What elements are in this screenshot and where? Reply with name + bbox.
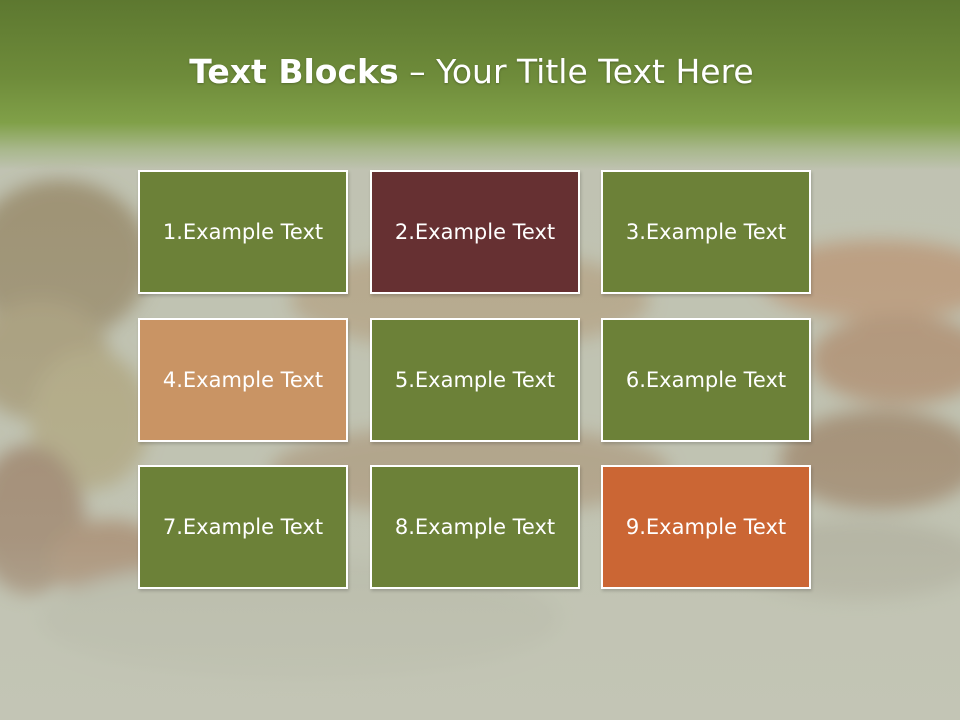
slide-title: Text Blocks – Your Title Text Here xyxy=(0,52,943,91)
text-block-6[interactable]: 6.Example Text xyxy=(601,318,811,442)
text-block-1[interactable]: 1.Example Text xyxy=(138,170,348,294)
header-band xyxy=(0,0,960,170)
text-block-5[interactable]: 5.Example Text xyxy=(370,318,580,442)
text-block-7[interactable]: 7.Example Text xyxy=(138,465,348,589)
title-rest-part: – Your Title Text Here xyxy=(398,52,754,91)
text-block-4[interactable]: 4.Example Text xyxy=(138,318,348,442)
text-block-8[interactable]: 8.Example Text xyxy=(370,465,580,589)
text-block-2[interactable]: 2.Example Text xyxy=(370,170,580,294)
text-block-3[interactable]: 3.Example Text xyxy=(601,170,811,294)
title-bold-part: Text Blocks xyxy=(189,52,399,91)
text-block-9[interactable]: 9.Example Text xyxy=(601,465,811,589)
